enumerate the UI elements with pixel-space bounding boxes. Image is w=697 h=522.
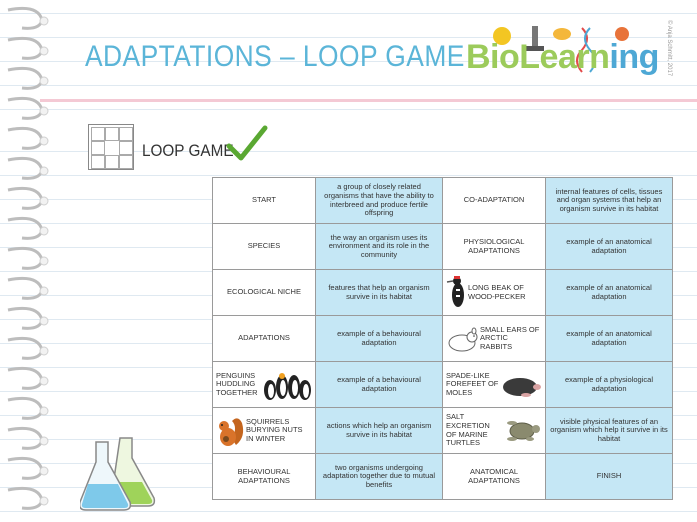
term-cell: SPADE-LIKE FOREFEET OF MOLES [442,361,546,408]
arctic-rabbit-icon [448,327,478,351]
biolearning-logo: BioLearning [466,38,659,77]
logo-part-ing: ing [609,38,659,76]
term-cell: BEHAVIOURAL ADAPTATIONS [212,453,316,500]
checkmark-icon [226,125,268,161]
definition-cell: visible physical features of an organism… [545,407,673,454]
table-row: SPECIES the way an organism uses its env… [212,223,673,270]
table-row: PENGUINS HUDDLING TOGETHER example of a … [212,361,673,408]
definition-cell: two organisms undergoing adaptation toge… [315,453,443,500]
table-row: ECOLOGICAL NICHE features that help an o… [212,269,673,316]
table-row: SQUIRRELS BURYING NUTS IN WINTER actions… [212,407,673,454]
table-row: BEHAVIOURAL ADAPTATIONS two organisms un… [212,453,673,500]
definition-cell: features that help an organism survive i… [315,269,443,316]
loop-game-cards-icon [88,124,134,170]
sea-turtle-icon [507,420,540,441]
logo-part-bio: Bio [466,38,520,76]
spiral-binding [7,6,49,510]
term-cell: ANATOMICAL ADAPTATIONS [442,453,546,500]
definition-cell: example of an anatomical adaptation [545,315,673,362]
start-card: START [212,177,316,224]
page-title: ADAPTATIONS – LOOP GAME [85,40,465,73]
term-label: SQUIRRELS BURYING NUTS IN WINTER [246,416,303,443]
definition-cell: actions which help an organism survive i… [315,407,443,454]
copyright-notice: © Anja Schmitt, 2017 [666,20,672,77]
section-label: LOOP GAME [142,141,234,160]
definition-cell: the way an organism uses its environment… [315,223,443,270]
loop-game-table: START a group of closely related organis… [212,177,673,500]
term-cell: LONG BEAK OF WOOD-PECKER [442,269,546,316]
flasks-icon [80,437,156,511]
term-cell: SPECIES [212,223,316,270]
logo-part-learn: Learn [519,38,610,76]
header-rule [40,99,697,102]
term-label: LONG BEAK OF WOOD-PECKER [468,282,526,301]
definition-cell: example of a behavioural adaptation [315,315,443,362]
mole-icon [503,377,541,397]
term-cell: SALT EXCRETION OF MARINE TURTLES [442,407,546,454]
woodpecker-icon [446,275,464,307]
term-label: PENGUINS HUDDLING TOGETHER [216,370,258,397]
term-cell: SMALL EARS OF ARCTIC RABBITS [442,315,546,362]
table-row: ADAPTATIONS example of a behavioural ada… [212,315,673,362]
definition-cell: internal features of cells, tissues and … [545,177,673,224]
term-cell: PENGUINS HUDDLING TOGETHER [212,361,316,408]
term-cell: CO-ADAPTATION [442,177,546,224]
term-label: SALT EXCRETION OF MARINE TURTLES [446,412,490,448]
definition-cell: example of a behavioural adaptation [315,361,443,408]
definition-cell: example of an anatomical adaptation [545,223,673,270]
definition-cell: example of a physiological adaptation [545,361,673,408]
definition-cell: a group of closely related organisms tha… [315,177,443,224]
squirrel-icon [219,417,244,446]
term-label: SMALL EARS OF ARCTIC RABBITS [480,324,540,351]
term-label: SPADE-LIKE FOREFEET OF MOLES [446,370,499,397]
penguins-icon [264,372,311,400]
finish-card: FINISH [545,453,673,500]
biolearning-logo-icon [493,26,629,73]
term-cell: SQUIRRELS BURYING NUTS IN WINTER [212,407,316,454]
term-cell: PHYSIOLOGICAL ADAPTATIONS [442,223,546,270]
table-row: START a group of closely related organis… [212,177,673,224]
term-cell: ADAPTATIONS [212,315,316,362]
term-cell: ECOLOGICAL NICHE [212,269,316,316]
definition-cell: example of an anatomical adaptation [545,269,673,316]
